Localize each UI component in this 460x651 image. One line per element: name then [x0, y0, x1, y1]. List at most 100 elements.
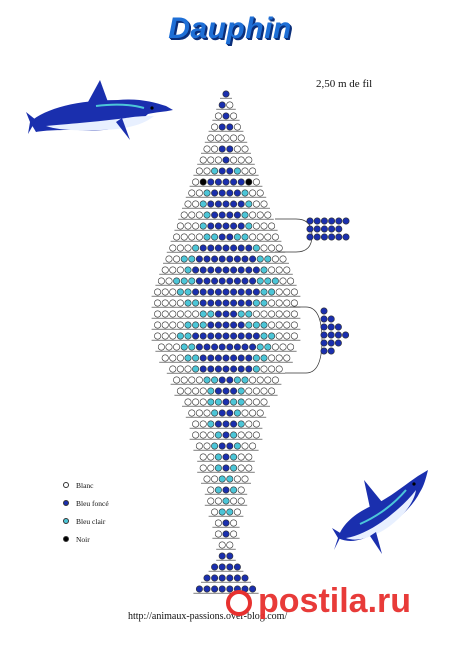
watermark-logo-icon: [226, 590, 252, 616]
bead: [245, 398, 253, 406]
bead: [169, 310, 177, 318]
bead: [237, 134, 245, 142]
bead: [184, 321, 192, 329]
watermark: postila.ru: [258, 582, 412, 620]
bead: [157, 343, 165, 351]
bead: [161, 299, 169, 307]
bead: [256, 409, 264, 417]
bead: [192, 222, 200, 230]
bead: [203, 233, 211, 241]
bead: [173, 277, 181, 285]
bead: [233, 255, 241, 263]
bead: [260, 365, 268, 373]
bead: [169, 244, 177, 252]
bead: [249, 409, 257, 417]
bead: [192, 365, 200, 373]
bead: [203, 376, 211, 384]
bead: [203, 189, 211, 197]
bead: [237, 486, 245, 494]
bead: [214, 134, 222, 142]
bead: [283, 266, 291, 274]
bead: [154, 332, 162, 340]
bead: [290, 288, 298, 296]
bead: [252, 266, 260, 274]
bead: [226, 475, 234, 483]
bead: [222, 299, 230, 307]
bead: [256, 255, 264, 263]
bead: [222, 354, 230, 362]
bead: [199, 420, 207, 428]
bead: [218, 508, 226, 516]
bead: [264, 277, 272, 285]
bead: [226, 211, 234, 219]
bead: [268, 332, 276, 340]
bead: [184, 354, 192, 362]
bead: [334, 339, 342, 347]
bead: [275, 266, 283, 274]
bead: [241, 167, 249, 175]
bead: [199, 365, 207, 373]
bead: [271, 343, 279, 351]
bead: [222, 431, 230, 439]
bead: [184, 299, 192, 307]
bead: [245, 464, 253, 472]
bead: [256, 343, 264, 351]
bead: [245, 299, 253, 307]
bead: [188, 343, 196, 351]
bead: [275, 332, 283, 340]
bead: [237, 200, 245, 208]
bead: [214, 398, 222, 406]
bead: [249, 585, 257, 593]
bead: [214, 222, 222, 230]
bead: [275, 244, 283, 252]
bead: [222, 266, 230, 274]
bead: [241, 233, 249, 241]
bead: [237, 387, 245, 395]
bead: [222, 112, 230, 120]
bead: [264, 233, 272, 241]
bead: [327, 339, 335, 347]
bead: [184, 222, 192, 230]
bead: [211, 563, 219, 571]
source-url: http://animaux-passions.over-blog.com/: [128, 611, 288, 622]
bead: [245, 310, 253, 318]
bead: [214, 332, 222, 340]
bead: [192, 266, 200, 274]
bead: [195, 211, 203, 219]
bead: [192, 299, 200, 307]
bead: [226, 123, 234, 131]
bead: [211, 442, 219, 450]
bead: [199, 464, 207, 472]
bead: [252, 387, 260, 395]
bead: [320, 339, 328, 347]
bead: [233, 211, 241, 219]
bead: [230, 530, 238, 538]
bead: [237, 431, 245, 439]
bead: [176, 288, 184, 296]
bead: [230, 398, 238, 406]
bead: [290, 332, 298, 340]
bead: [211, 277, 219, 285]
bead: [180, 343, 188, 351]
bead: [184, 387, 192, 395]
bead: [241, 376, 249, 384]
bead: [328, 233, 336, 241]
bead: [207, 288, 215, 296]
bead: [275, 321, 283, 329]
bead: [161, 288, 169, 296]
bead: [230, 299, 238, 307]
bead: [203, 277, 211, 285]
bead: [230, 310, 238, 318]
bead: [199, 431, 207, 439]
bead: [214, 431, 222, 439]
bead: [192, 431, 200, 439]
bead: [211, 343, 219, 351]
bead: [226, 508, 234, 516]
bead: [218, 233, 226, 241]
bead: [161, 321, 169, 329]
bead: [211, 376, 219, 384]
bead: [256, 376, 264, 384]
bead: [176, 222, 184, 230]
bead: [207, 387, 215, 395]
bead: [192, 354, 200, 362]
